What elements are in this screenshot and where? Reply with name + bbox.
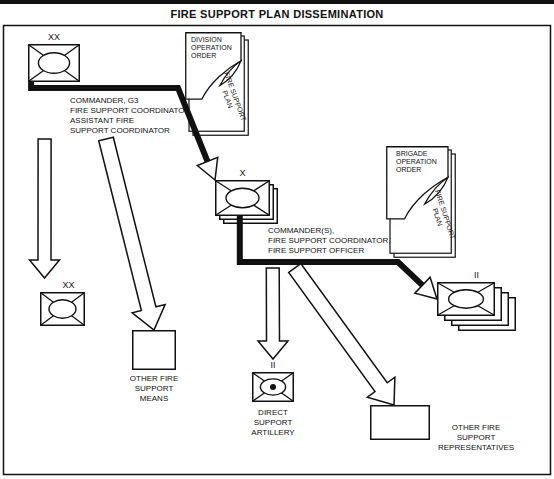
flow-arrow [31, 82, 218, 180]
hollow-arrow [30, 139, 60, 278]
echelon-label: XX [46, 280, 91, 290]
brigade-symbol: XCOMMANDER(S), FIRE SUPPORT COORDINATOR,… [215, 180, 270, 216]
box-caption: DIRECT SUPPORT ARTILLERY [242, 408, 304, 438]
unit-cross [216, 181, 269, 215]
unit-oval [49, 300, 76, 318]
arrow-head [197, 157, 217, 180]
unit-cross [253, 373, 293, 401]
unit-cross [29, 45, 79, 81]
unit-symbol [215, 180, 280, 226]
unit-symbol [40, 292, 87, 328]
text-line: FIRE SUPPORT COORDINATOR, [268, 236, 391, 246]
frame-border [4, 26, 551, 475]
hollow-arrow [258, 268, 288, 359]
flow-arrow [258, 268, 288, 359]
text-line: BRIGADE [396, 150, 437, 158]
text-line: COMMANDER, G3 [70, 96, 193, 106]
unit-cross [29, 45, 79, 81]
box-outline [132, 330, 176, 370]
flow-arrow [30, 139, 60, 278]
echelon-label: X [215, 168, 270, 178]
text-line: ARTILLERY [242, 428, 304, 438]
text-line: OPERATION [396, 158, 437, 166]
unit-frame [438, 283, 495, 316]
unit-oval [38, 53, 69, 74]
text-line: MEANS [118, 394, 190, 404]
box-frame [371, 406, 430, 440]
text-line: SUPPORT [438, 433, 514, 443]
text-line: OPERATION [191, 44, 232, 52]
text-line: ORDER [191, 52, 232, 60]
hollow-arrow [289, 264, 395, 405]
unit-oval [226, 188, 259, 207]
unit-frame [253, 373, 294, 402]
text-line: OTHER FIRE [118, 374, 190, 384]
division-symbol: XX [40, 292, 85, 326]
box-caption: OTHER FIRE SUPPORT MEANS [118, 374, 190, 404]
text-line: SUPPORT [242, 418, 304, 428]
staff-caption: COMMANDER(S), FIRE SUPPORT COORDINATOR, … [268, 226, 391, 256]
order-document: BRIGADE OPERATION ORDERFIRE SUPPORT PLAN [386, 146, 456, 258]
top-rule [0, 0, 554, 4]
text-line: DIRECT [242, 408, 304, 418]
text-line: REPRESENTATIVES [438, 443, 514, 453]
text-line: ORDER [396, 166, 437, 174]
division-symbol: XXCOMMANDER, G3 FIRE SUPPORT COORDINATOR… [28, 44, 80, 82]
arrow-head [415, 277, 437, 299]
unit-cross [438, 283, 494, 315]
agency-box: OTHER FIRE SUPPORT MEANS [132, 330, 176, 370]
text-line: OTHER FIRE [438, 423, 514, 433]
text-line: COMMANDER(S), [268, 226, 391, 236]
unit-symbol [437, 282, 518, 333]
text-line: ASSISTANT FIRE [70, 116, 193, 126]
unit-frame [216, 181, 270, 216]
unit-cross [41, 293, 84, 325]
unit-cross [216, 181, 269, 215]
unit-frame [41, 293, 85, 326]
artillery-symbol: IIDIRECT SUPPORT ARTILLERY [252, 372, 294, 402]
unit-frame [29, 45, 80, 82]
unit-oval [449, 290, 484, 308]
document-title: BRIGADE OPERATION ORDER [396, 150, 437, 174]
text-line: SUPPORT COORDINATOR [70, 126, 193, 136]
agency-box: OTHER FIRE SUPPORT REPRESENTATIVES [370, 405, 430, 440]
text-line: FIRE SUPPORT OFFICER [268, 246, 391, 256]
box-caption: OTHER FIRE SUPPORT REPRESENTATIVES [438, 423, 514, 453]
unit-symbol [252, 372, 296, 404]
echelon-label: II [437, 270, 516, 280]
unit-dot [270, 384, 276, 390]
echelon-label: II [252, 360, 294, 370]
box-outline [370, 405, 430, 440]
hollow-arrow [99, 137, 165, 330]
flow-arrow [99, 137, 165, 330]
unit-symbol [28, 44, 82, 84]
battalion-symbol: II [437, 282, 495, 316]
staff-caption: COMMANDER, G3 FIRE SUPPORT COORDINATOR, … [70, 96, 193, 136]
text-line: DIVISION [191, 36, 232, 44]
order-document: DIVISION OPERATION ORDERFIRE SUPPORT PLA… [185, 32, 249, 136]
box-frame [133, 331, 176, 370]
text-line: SUPPORT [118, 384, 190, 394]
unit-oval [260, 379, 285, 395]
flow-band [31, 82, 208, 163]
document-title: DIVISION OPERATION ORDER [191, 36, 232, 60]
echelon-label: XX [28, 32, 80, 42]
unit-cross [253, 373, 293, 401]
unit-cross [41, 293, 84, 325]
flow-arrow [289, 264, 395, 405]
unit-cross [438, 283, 494, 315]
diagram-title: FIRE SUPPORT PLAN DISSEMINATION [0, 8, 554, 21]
text-line: FIRE SUPPORT COORDINATOR, [70, 106, 193, 116]
